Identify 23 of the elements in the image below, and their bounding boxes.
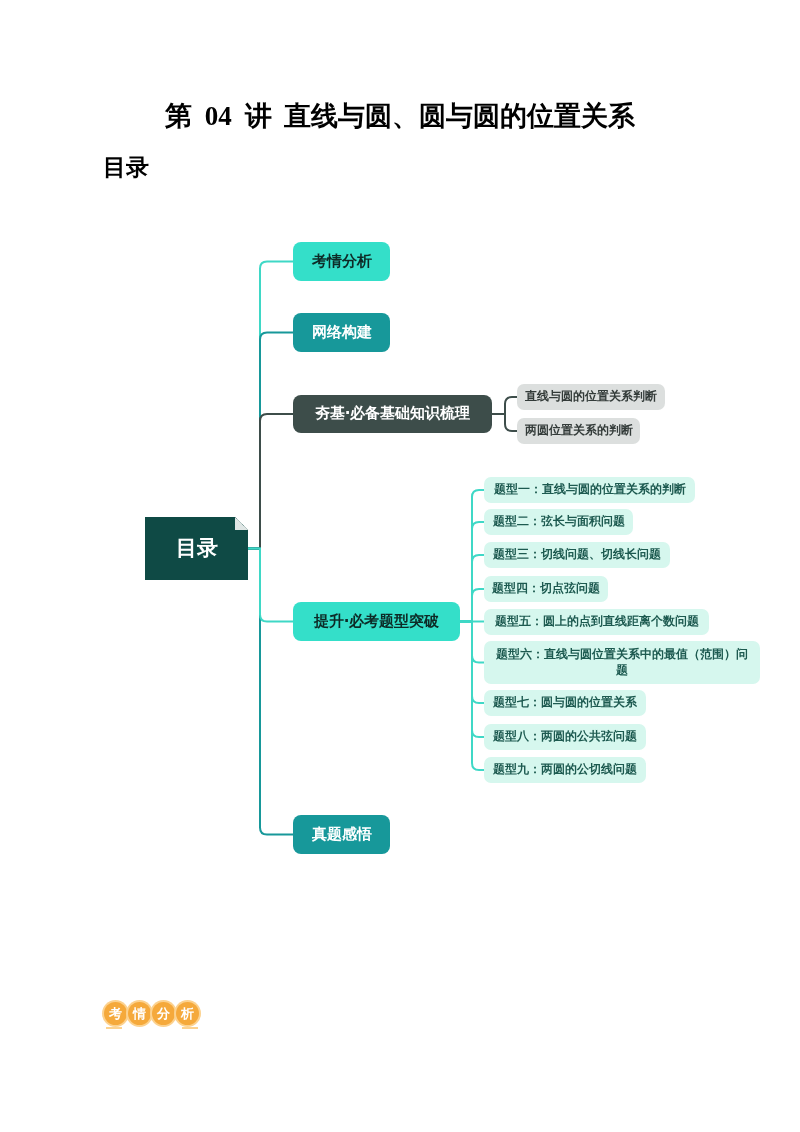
topic-box: 网络构建 xyxy=(293,313,390,352)
subtopic-box: 题型九：两圆的公切线问题 xyxy=(484,757,646,783)
connector-line xyxy=(491,413,518,432)
subtopic-box: 两圆位置关系的判断 xyxy=(517,418,640,444)
subtopic-box: 题型七：圆与圆的位置关系 xyxy=(484,690,646,716)
topic-box: 考情分析 xyxy=(293,242,390,281)
section-badge: 考情分析 xyxy=(104,1002,200,1029)
topic-box: 夯基·必备基础知识梳理 xyxy=(293,395,492,433)
subtopic-box: 题型五：圆上的点到直线距离个数问题 xyxy=(484,609,709,635)
topic-box: 提升·必考题型突破 xyxy=(293,602,460,641)
connector-line xyxy=(247,547,294,623)
subtopic-box: 题型二：弦长与面积问题 xyxy=(484,509,633,535)
title: 第 04 讲 直线与圆、圆与圆的位置关系 xyxy=(165,100,636,133)
subtopic-box: 题型六：直线与圆位置关系中的最值（范围）问题 xyxy=(484,641,760,684)
subtopic-box: 直线与圆的位置关系判断 xyxy=(517,384,665,410)
section-heading: 目录 xyxy=(103,154,149,182)
subtopic-box: 题型三：切线问题、切线长问题 xyxy=(484,542,670,568)
topic-box: 真题感悟 xyxy=(293,815,390,854)
root-box: 目录 xyxy=(145,517,248,580)
subtopic-box: 题型八：两圆的公共弦问题 xyxy=(484,724,646,750)
subtopic-box: 题型四：切点弦问题 xyxy=(484,576,608,602)
subtopic-box: 题型一：直线与圆的位置关系的判断 xyxy=(484,477,695,503)
connector-line xyxy=(459,620,485,771)
